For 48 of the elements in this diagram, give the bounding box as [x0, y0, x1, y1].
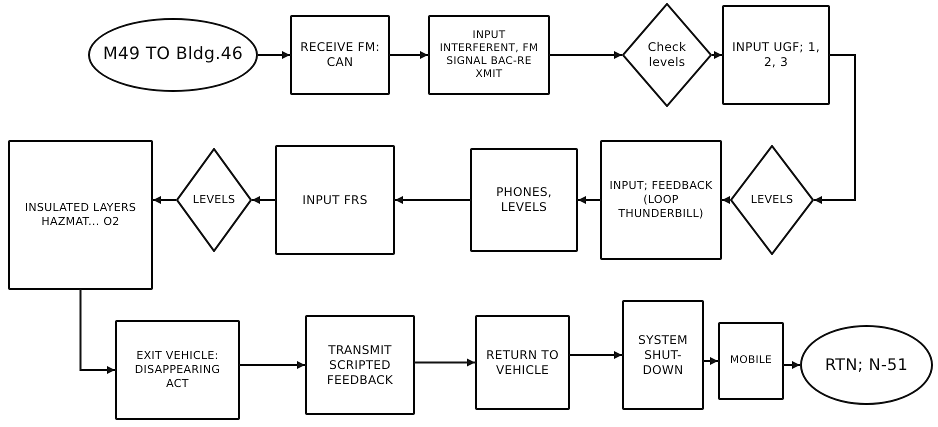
arrow: [240, 361, 305, 369]
node-label: RTN; N-51: [825, 355, 908, 375]
process-box: [305, 315, 415, 415]
process-box: [722, 5, 830, 105]
node-label: INPUT INTERFERENT, FM SIGNAL BAC-RE XMIT: [438, 28, 540, 82]
arrow: [712, 51, 722, 59]
process-box: [470, 148, 578, 252]
node-label: RECEIVE FM: CAN: [299, 40, 381, 70]
process-box: [428, 15, 550, 95]
arrow: [550, 51, 622, 59]
arrow: [415, 358, 475, 366]
node-label: M49 TO Bldg.46: [102, 44, 244, 66]
arrow: [814, 54, 856, 204]
node-label: INPUT FRS: [302, 192, 368, 208]
node-label: TRANSMIT SCRIPTED FEEDBACK: [326, 342, 394, 388]
arrow: [570, 351, 622, 359]
process-box: [718, 322, 784, 400]
node-label: LEVELS: [192, 193, 236, 207]
process-box: [8, 140, 153, 290]
process-box: [622, 300, 704, 410]
decision-diamond: [176, 148, 252, 252]
process-box: [275, 145, 395, 255]
node-label: SYSTEM SHUT-DOWN: [637, 332, 689, 378]
node-label: MOBILE: [730, 354, 772, 368]
process-box: [475, 315, 570, 410]
arrow: [722, 196, 730, 204]
node-label: INSULATED LAYERS HAZMAT... O2: [24, 201, 138, 229]
node-label: EXIT VEHICLE: DISAPPEARING ACT: [134, 349, 222, 391]
node-label: Check levels: [646, 40, 688, 70]
arrow: [153, 196, 176, 204]
arrow: [784, 361, 800, 369]
node-label: INPUT; FEEDBACK (LOOP THUNDERBILL): [608, 179, 714, 221]
decision-diamond: [730, 145, 814, 255]
arrow: [252, 196, 275, 204]
arrow: [578, 196, 600, 204]
process-box: [600, 140, 722, 260]
arrow: [258, 51, 290, 59]
process-box: [290, 15, 390, 95]
decision-diamond: [622, 3, 712, 107]
node-label: LEVELS: [750, 193, 794, 207]
arrow: [390, 51, 428, 59]
arrow: [704, 357, 718, 365]
node-label: INPUT UGF; 1, 2, 3: [731, 40, 821, 70]
node-label: RETURN TO VEHICLE: [485, 348, 560, 378]
node-label: PHONES, LEVELS: [495, 185, 553, 215]
arrow: [80, 290, 115, 374]
arrow: [395, 196, 470, 204]
process-box: [115, 320, 240, 420]
